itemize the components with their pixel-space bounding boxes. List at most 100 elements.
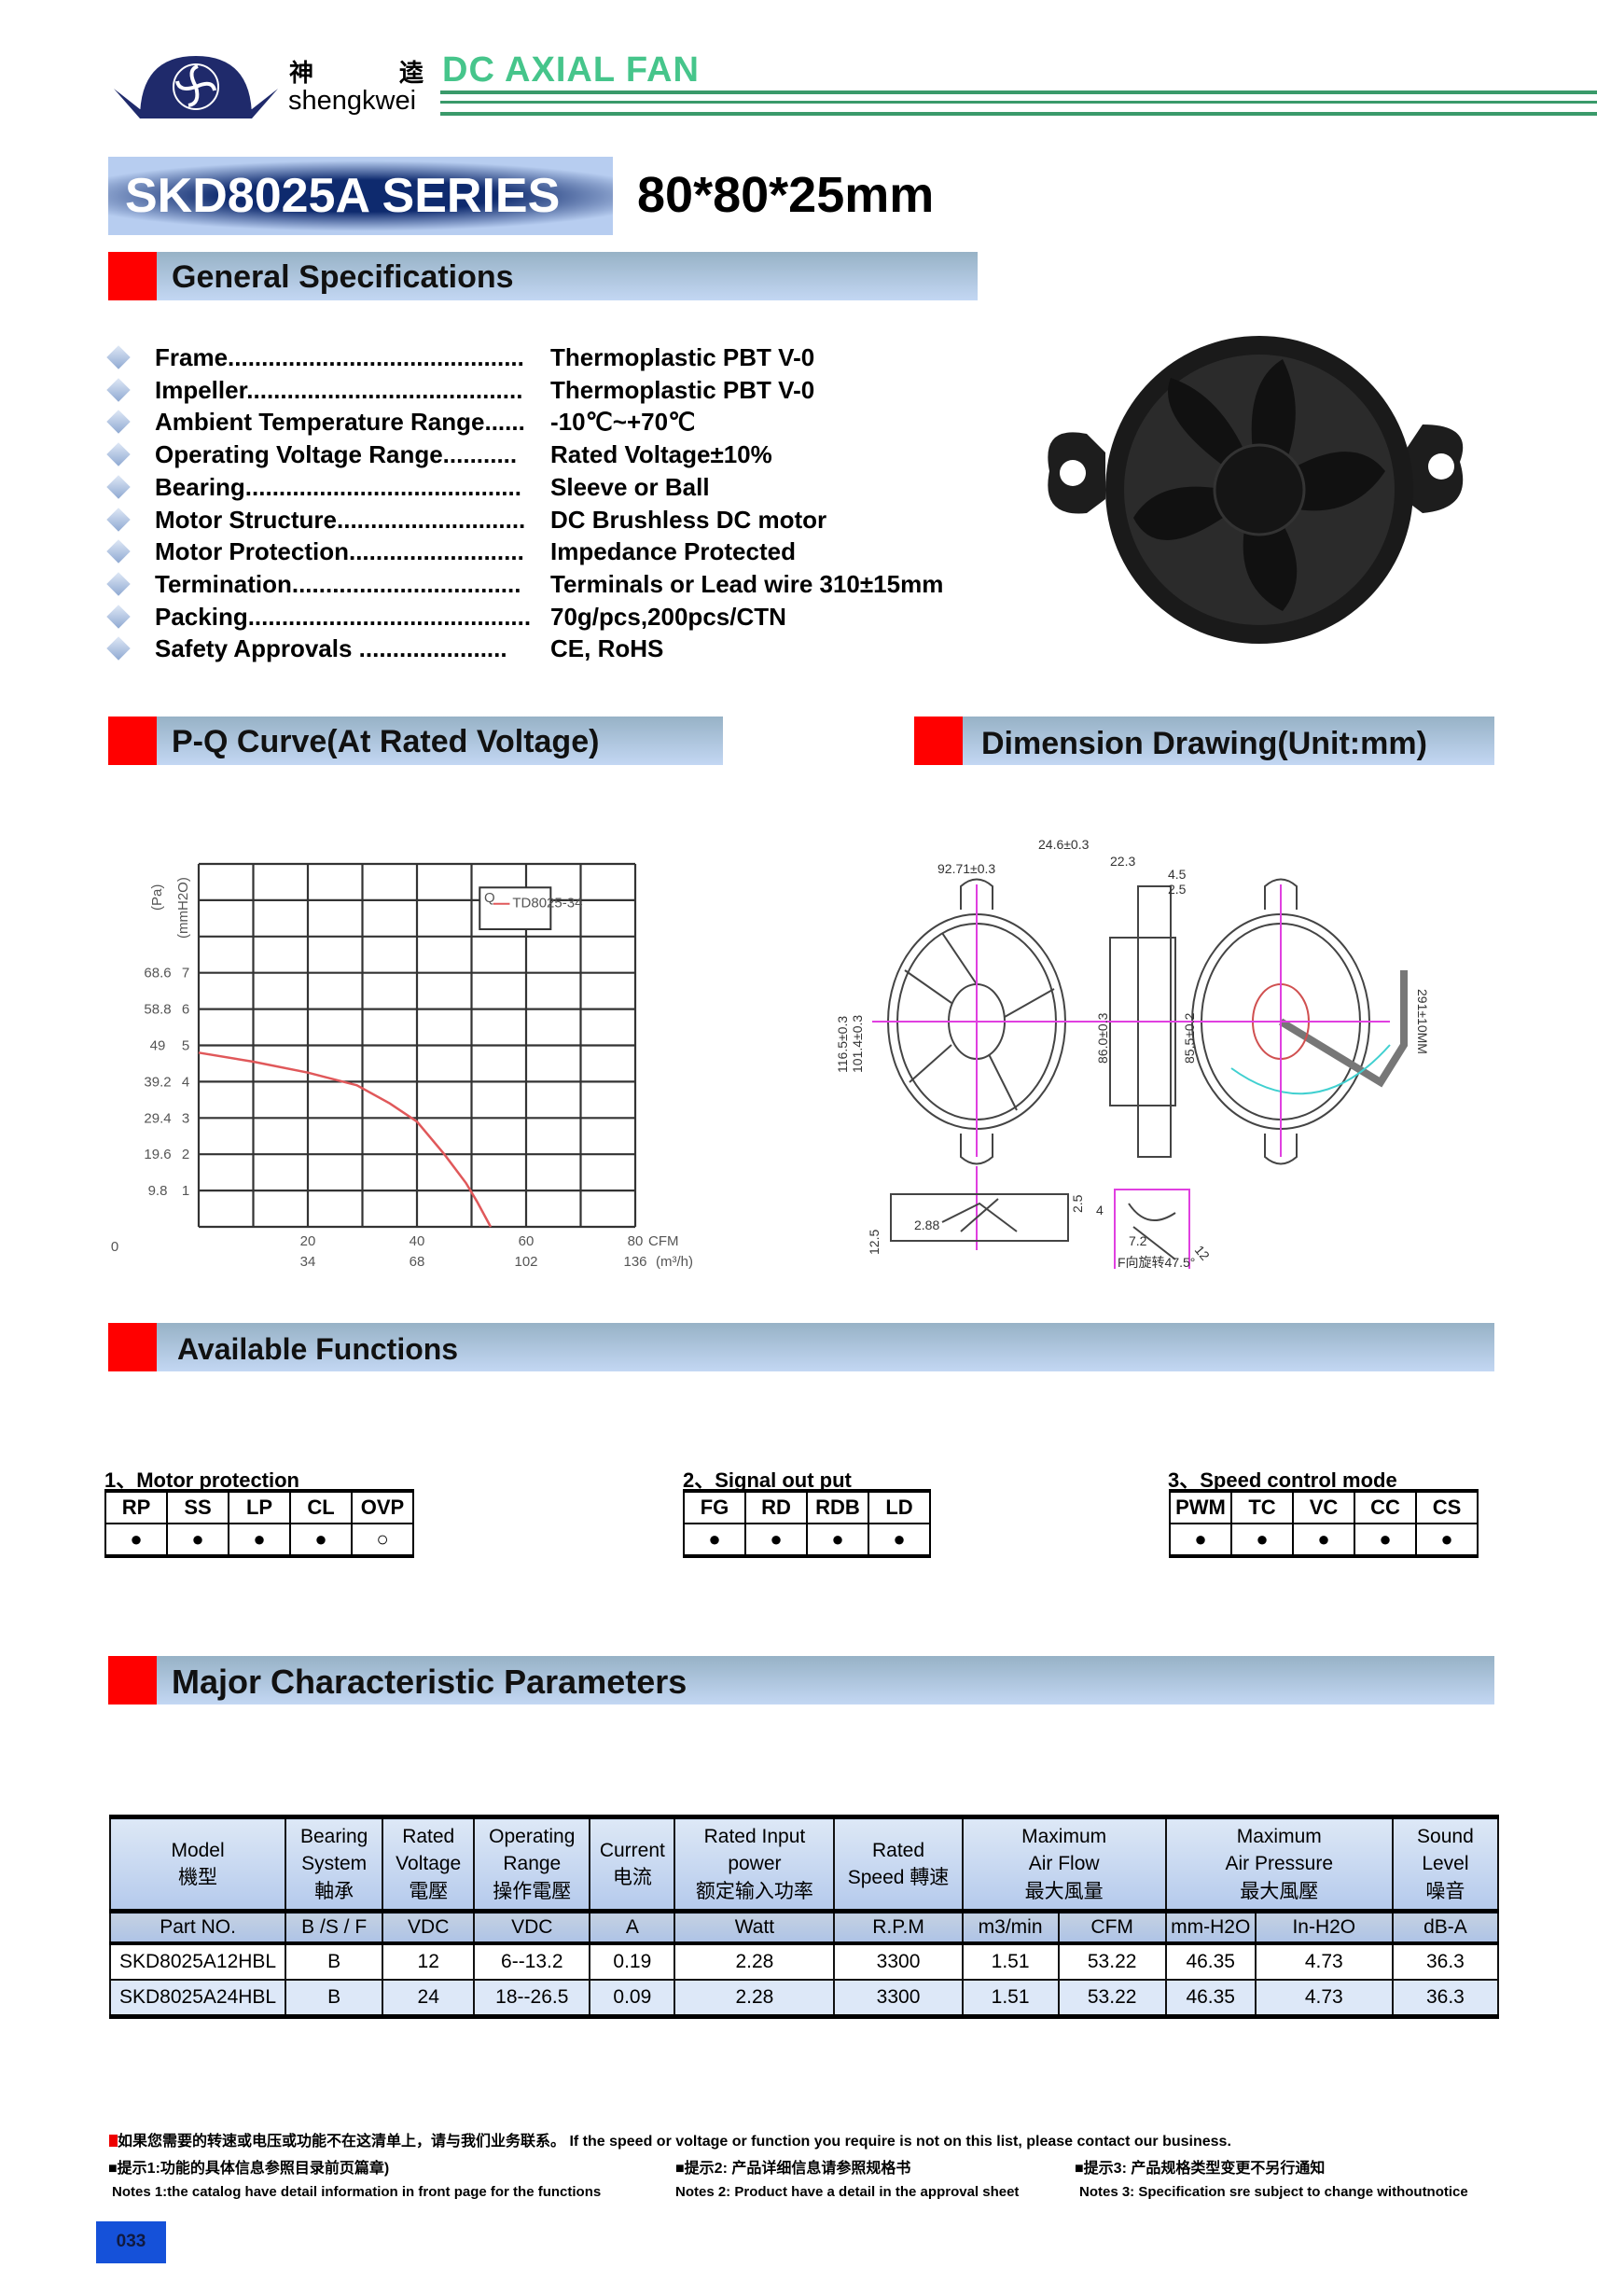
y2-axis-label: (Pa) xyxy=(149,884,165,911)
unit-cell: Watt xyxy=(674,1909,836,1945)
table-cell: SKD8025A24HBL xyxy=(108,1979,287,2018)
diamond-bullet-icon xyxy=(106,442,131,466)
spec-label: Bearing.................................… xyxy=(155,472,521,501)
column-header-line: Maximum xyxy=(1021,1825,1107,1847)
x2-axis-label: (m³/h) xyxy=(656,1254,693,1269)
table-cell: 0.19 xyxy=(589,1942,676,1981)
x2-tick-label: 34 xyxy=(300,1254,316,1269)
dim-d2: 2.5 xyxy=(1168,882,1187,897)
y2-tick-label: 49 xyxy=(150,1038,166,1054)
column-header-line: System xyxy=(301,1853,368,1875)
function-code: RD xyxy=(744,1490,808,1524)
unit-cell: CFM xyxy=(1057,1909,1167,1945)
y-tick-label: 7 xyxy=(182,966,189,981)
table-cell: 12 xyxy=(382,1942,476,1981)
table-cell: 4.73 xyxy=(1254,1942,1394,1981)
diamond-bullet-icon xyxy=(106,604,131,629)
spec-value: Thermoplastic PBT V-0 xyxy=(550,343,815,371)
contact-note-text: 如果您需要的转速或电压或功能不在这清单上，请与我们业务联系。 If the sp… xyxy=(118,2134,1231,2150)
y-tick-label: 2 xyxy=(182,1147,189,1162)
section-major-parameters: Major Characteristic Parameters xyxy=(108,1656,1494,1705)
spec-label: Motor Structure.........................… xyxy=(155,505,526,534)
function-code: CL xyxy=(289,1490,353,1524)
spec-value: CE, RoHS xyxy=(550,634,664,663)
brand-logo xyxy=(112,51,280,121)
brand-cn-right: 逵 xyxy=(399,59,424,87)
series-badge xyxy=(108,157,613,235)
y2-tick-label: 39.2 xyxy=(144,1074,171,1090)
series-name: SKD8025A SERIES xyxy=(125,169,561,223)
red-square-icon xyxy=(109,2135,118,2147)
column-header-line: Air Pressure xyxy=(1225,1853,1334,1875)
section-marker xyxy=(108,1323,157,1371)
y2-tick-label: 9.8 xyxy=(148,1183,168,1199)
section-pq-curve: P-Q Curve(At Rated Voltage) xyxy=(108,717,723,765)
spec-value: Rated Voltage±10% xyxy=(550,440,772,469)
column-header-line: 噪音 xyxy=(1425,1880,1465,1902)
y2-tick-label: 58.8 xyxy=(144,1002,171,1018)
y2-tick-label: 68.6 xyxy=(144,966,171,981)
section-marker xyxy=(108,252,157,300)
diamond-bullet-icon xyxy=(106,345,131,369)
diamond-bullet-icon xyxy=(106,507,131,532)
column-header-line: Range xyxy=(503,1853,562,1875)
spec-value: Terminals or Lead wire 310±15mm xyxy=(550,569,944,598)
x-axis-label: CFM xyxy=(648,1233,679,1249)
function-availability: ● xyxy=(1292,1523,1355,1557)
spec-value: Impedance Protected xyxy=(550,537,796,566)
table-cell: 6--13.2 xyxy=(473,1942,591,1981)
table-cell: 4.73 xyxy=(1254,1979,1394,2018)
unit-cell: mm-H2O xyxy=(1164,1909,1257,1945)
spec-label: Safety Approvals ...................... xyxy=(155,634,507,663)
spec-value: Thermoplastic PBT V-0 xyxy=(550,375,815,404)
section-marker xyxy=(108,1656,157,1705)
unit-cell: Part NO. xyxy=(108,1909,287,1945)
table-cell: 3300 xyxy=(833,1942,964,1981)
table-cell: 46.35 xyxy=(1164,1942,1257,1981)
function-code: RDB xyxy=(806,1490,869,1524)
series-size: 80*80*25mm xyxy=(637,167,935,223)
section-title: Dimension Drawing(Unit:mm) xyxy=(981,726,1427,761)
x-tick-label: 0 xyxy=(111,1239,118,1255)
tip1-cn: ■提示1:功能的具体信息参照目录前页篇章) xyxy=(108,2161,390,2177)
table-cell: 1.51 xyxy=(961,1942,1060,1981)
table-cell: 3300 xyxy=(833,1979,964,2018)
spec-label: Motor Protection........................… xyxy=(155,537,524,566)
function-availability: ● xyxy=(806,1523,869,1557)
function-code: OVP xyxy=(351,1490,414,1524)
unit-cell: A xyxy=(589,1909,676,1945)
function-availability: ● xyxy=(104,1523,168,1557)
table-cell: 2.28 xyxy=(674,1979,836,2018)
brand-cn-left: 神 xyxy=(289,59,314,87)
column-header-line: Current xyxy=(599,1839,665,1861)
column-header-line: Rated Input xyxy=(703,1825,806,1847)
dimension-drawing: 92.71±0.3 116.5±0.3 101.4±0.3 24.6±0.3 2… xyxy=(835,837,1430,1269)
function-code: LD xyxy=(868,1490,931,1524)
column-header: Current 电流 xyxy=(589,1816,676,1913)
spec-label: Ambient Temperature Range...... xyxy=(155,408,525,437)
column-header-line: 电流 xyxy=(612,1867,652,1888)
function-code: CS xyxy=(1415,1490,1479,1524)
column-header-line: Bearing xyxy=(299,1825,368,1847)
unit-cell: R.P.M xyxy=(833,1909,964,1945)
function-code: VC xyxy=(1292,1490,1355,1524)
fan-photo xyxy=(1031,313,1479,658)
column-header-line: Speed 轉速 xyxy=(847,1867,950,1888)
spec-label: Operating Voltage Range........... xyxy=(155,440,518,469)
column-header-line: Model xyxy=(171,1839,225,1861)
brand-name: shengkwei xyxy=(288,86,417,116)
x-tick-label: 60 xyxy=(519,1233,535,1249)
function-code: PWM xyxy=(1169,1490,1232,1524)
function-code: TC xyxy=(1230,1490,1294,1524)
page-number: 033 xyxy=(116,2232,146,2251)
legend-box xyxy=(479,886,552,931)
header-rule xyxy=(440,90,1597,94)
